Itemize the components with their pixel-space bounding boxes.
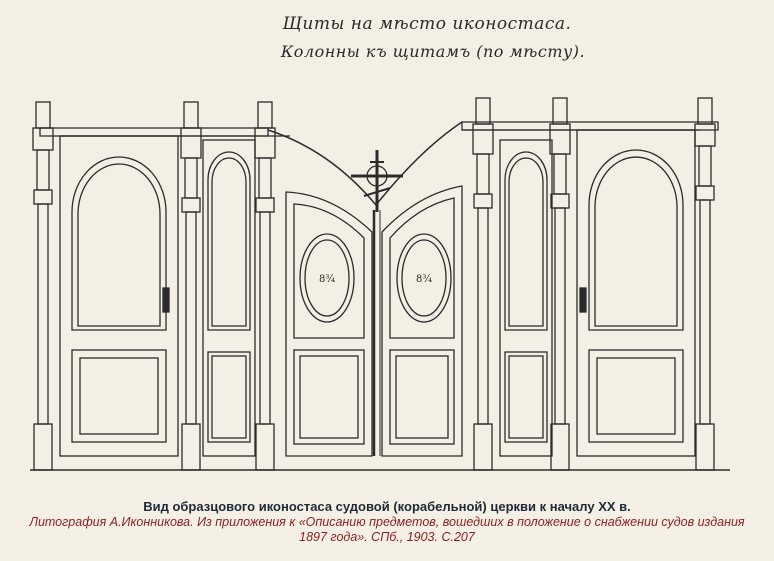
lower-panel-left-outer bbox=[71, 349, 167, 443]
arch-left-outer bbox=[71, 156, 167, 331]
cornice-right bbox=[461, 121, 719, 131]
column-2 bbox=[180, 101, 202, 471]
oval-left bbox=[299, 233, 355, 323]
panel-left-outer bbox=[59, 135, 179, 457]
panel-right-outer bbox=[576, 129, 696, 457]
column-5 bbox=[549, 97, 571, 471]
column-4 bbox=[472, 97, 494, 471]
arch-left-inner bbox=[207, 151, 251, 331]
hinge-left bbox=[162, 287, 170, 313]
handwritten-title-line-2: Колонны къ щитамъ (по мѣсту). bbox=[280, 42, 586, 61]
column-6 bbox=[694, 97, 716, 471]
lower-panel-right-outer bbox=[588, 349, 684, 443]
arch-right-outer bbox=[588, 149, 684, 331]
royal-door-right bbox=[381, 185, 463, 457]
royal-door-left bbox=[285, 191, 373, 457]
arch-right-inner bbox=[504, 151, 548, 331]
oval-right bbox=[396, 233, 452, 323]
oval-label-left: 8¾ bbox=[319, 274, 335, 285]
caption-block: Вид образцового иконостаса судовой (кора… bbox=[0, 493, 774, 561]
cornice-left bbox=[39, 127, 269, 137]
handwritten-title-line-1: Щиты на мѣсто иконостаса. bbox=[282, 14, 572, 34]
cross-ornament bbox=[351, 150, 403, 212]
column-3 bbox=[254, 101, 276, 471]
column-1 bbox=[32, 101, 54, 471]
panel-right-inner bbox=[499, 139, 553, 457]
lithograph-drawing: Щиты на мѣсто иконостаса. Колонны къ щит… bbox=[30, 14, 730, 471]
panel-left-inner bbox=[202, 139, 256, 457]
oval-label-right: 8¾ bbox=[416, 274, 432, 285]
iconostasis-drawing: 8¾ 8¾ bbox=[30, 97, 730, 471]
hinge-right bbox=[579, 287, 587, 313]
caption-subtitle: Литография А.Иконникова. Из приложения к… bbox=[29, 515, 745, 544]
caption-title: Вид образцового иконостаса судовой (кора… bbox=[143, 499, 631, 514]
